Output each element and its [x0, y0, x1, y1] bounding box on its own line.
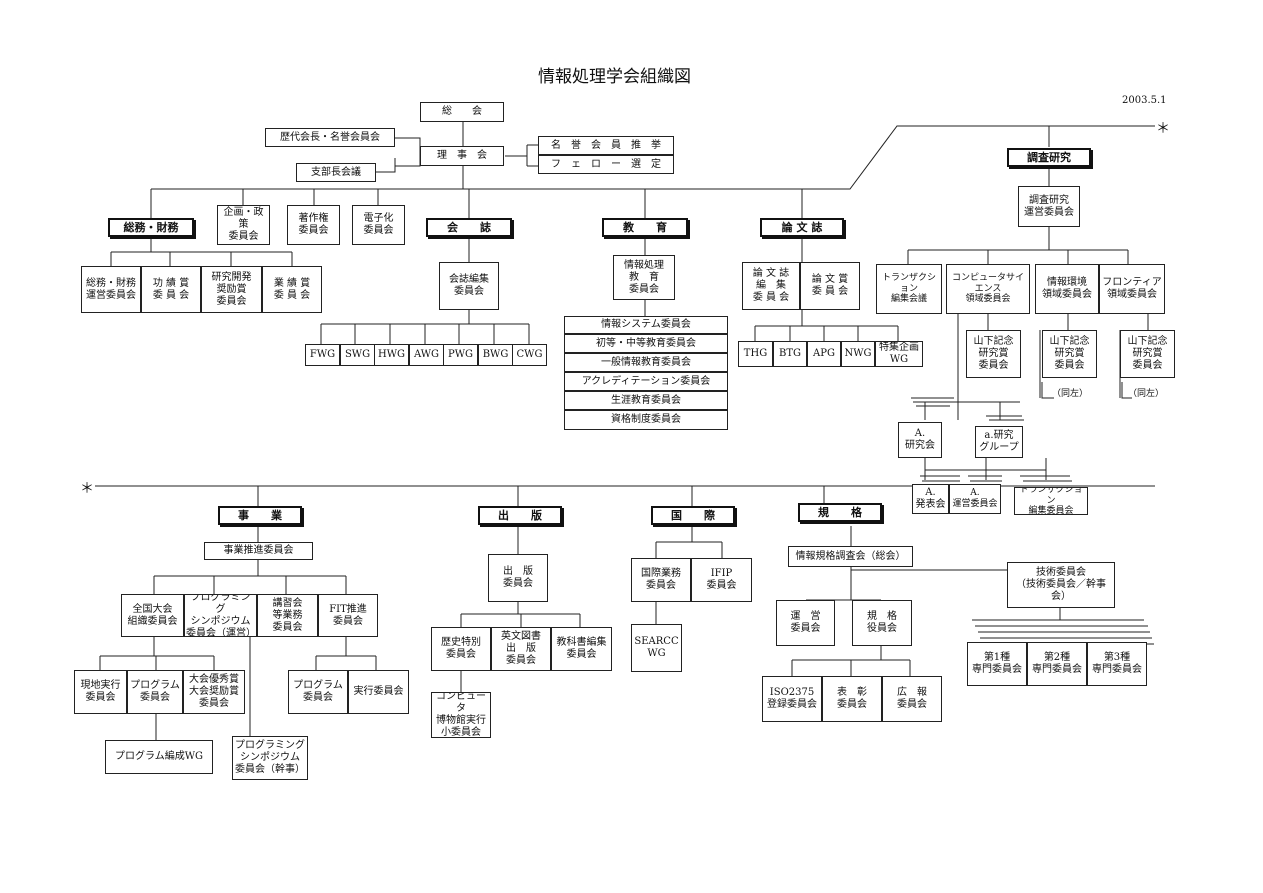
international-header: 国 際 — [651, 506, 735, 525]
education-list-item: 情報システム委員会 — [564, 316, 728, 334]
research-header: 調査研究 — [1007, 148, 1091, 167]
fellow-selection-box: フ ェ ロ ー 選 定 — [538, 155, 674, 174]
transaction-committee-box: トランザクション 編集委員会 — [1014, 487, 1088, 515]
research-society-box: A. 研究会 — [898, 422, 942, 458]
rules-board-box: 規 格 役員会 — [852, 600, 912, 646]
special-wg-box: 特集企画 WG — [875, 341, 923, 367]
education-header: 教 育 — [602, 218, 688, 237]
wg-box: CWG — [512, 344, 547, 366]
tech-committee-box: 技術委員会 （技術委員会／幹事会） — [1007, 562, 1115, 608]
ps-secretary-box: プログラミング シンポジウム 委員会（幹事） — [232, 736, 308, 780]
copyright-box: 著作権 委員会 — [287, 205, 340, 245]
standards-header: 規 格 — [798, 503, 882, 522]
fit-box: FIT推進 委員会 — [318, 594, 378, 637]
iso2375-box: ISO2375 登録委員会 — [762, 676, 822, 722]
ie-domain-box: 情報環境 領域委員会 — [1035, 264, 1099, 314]
business-promotion-box: 事業推進委員会 — [204, 542, 313, 560]
ifip-box: IFIP 委員会 — [691, 558, 752, 602]
transactions-header: 論 文 誌 — [760, 218, 844, 237]
research-steering-box: 調査研究 運営委員会 — [1018, 186, 1080, 227]
intl-affairs-box: 国際業務 委員会 — [631, 558, 691, 602]
wg-box: PWG — [443, 344, 478, 366]
national-convention-box: 全国大会 組織委員会 — [121, 594, 184, 637]
fit-exec-box: 実行委員会 — [348, 670, 409, 714]
wg-box: AWG — [409, 344, 444, 366]
research-group-box: a.研究 グループ — [975, 426, 1023, 458]
education-list-item: アクレディテーション委員会 — [564, 372, 728, 391]
commendation-box: 表 彰 委員会 — [822, 676, 882, 722]
program-wg-box: プログラム編成WG — [105, 740, 213, 774]
apg-box: APG — [807, 341, 841, 367]
research-encouragement-box: 研究開発 奨励賞 委員会 — [201, 266, 262, 313]
education-list-item: 初等・中等教育委員会 — [564, 334, 728, 353]
programming-symposium-box: プログラミング シンポジウム 委員会（運営） — [184, 594, 257, 637]
trans-editorial-box: 論 文 誌 編 集 委 員 会 — [742, 262, 800, 310]
honorary-nomination-box: 名 誉 会 員 推 挙 — [538, 136, 674, 155]
wg-box: HWG — [374, 344, 409, 366]
publishing-committee-box: 出 版 委員会 — [488, 554, 548, 602]
steering-committee-box: A. 運営委員会 — [949, 484, 1001, 514]
business-header: 事 業 — [218, 506, 302, 525]
fit-program-box: プログラム 委員会 — [288, 670, 348, 714]
date-label: 2003.5.1 — [1122, 95, 1167, 106]
thg-box: THG — [738, 341, 773, 367]
frontier-domain-box: フロンティア 領域委員会 — [1099, 264, 1165, 314]
local-exec-box: 現地実行 委員会 — [74, 670, 127, 714]
merit-award-box: 功 績 賞 委 員 会 — [141, 266, 201, 313]
board-box: 理 事 会 — [420, 146, 504, 166]
nwg-box: NWG — [841, 341, 875, 367]
history-special-box: 歴史特別 委員会 — [431, 627, 491, 671]
publicity-box: 広 報 委員会 — [882, 676, 942, 722]
magazine-header: 会 誌 — [426, 218, 512, 237]
standards-general-box: 情報規格調査会（総会） — [788, 546, 913, 567]
wg-box: FWG — [305, 344, 340, 366]
education-committee-box: 情報処理 教 育 委員会 — [613, 255, 675, 300]
presentation-meeting-box: A. 発表会 — [912, 484, 949, 514]
convention-awards-box: 大会優秀賞 大会奨励賞 委員会 — [183, 670, 245, 714]
general-affairs-header: 総務・財務 — [108, 218, 194, 237]
education-list-item: 資格制度委員会 — [564, 410, 728, 430]
yamashita-award-box: 山下記念 研究賞 委員会 — [966, 330, 1021, 378]
seminars-box: 講習会 等業務 委員会 — [257, 594, 318, 637]
magazine-editorial-box: 会誌編集 委員会 — [439, 262, 499, 310]
honorary-members-box: 歴代会長・名誉会員会 — [265, 128, 395, 147]
english-books-box: 英文図書 出 版 委員会 — [491, 627, 551, 671]
textbook-editorial-box: 教科書編集 委員会 — [551, 627, 612, 671]
same-as-left-label: （同左） — [1128, 389, 1165, 399]
achievement-award-box: 業 績 賞 委 員 会 — [262, 266, 322, 313]
star-mark-right: ＊ — [1156, 121, 1170, 137]
branch-chairs-box: 支部長会議 — [296, 163, 376, 182]
ga-committee-box: 総務・財務 運営委員会 — [81, 266, 141, 313]
digitization-box: 電子化 委員会 — [352, 205, 405, 245]
general-assembly-box: 総 会 — [420, 102, 504, 122]
trans-award-box: 論 文 賞 委 員 会 — [800, 262, 860, 310]
publishing-header: 出 版 — [478, 506, 562, 525]
wg-box: SWG — [340, 344, 375, 366]
yamashita-award-box: 山下記念 研究賞 委員会 — [1042, 330, 1097, 378]
education-list-item: 一般情報教育委員会 — [564, 353, 728, 372]
yamashita-award-box: 山下記念 研究賞 委員会 — [1120, 330, 1175, 378]
education-list-item: 生涯教育委員会 — [564, 391, 728, 410]
same-as-left-label: （同左） — [1052, 389, 1089, 399]
type2-committee-box: 第2種 専門委員会 — [1027, 642, 1087, 686]
planning-policy-box: 企画・政策 委員会 — [217, 205, 270, 245]
program-committee-box: プログラム 委員会 — [127, 670, 183, 714]
type3-committee-box: 第3種 専門委員会 — [1087, 642, 1147, 686]
searcc-box: SEARCC WG — [631, 624, 682, 672]
cs-domain-box: コンピュータサイエンス 領域委員会 — [946, 264, 1030, 314]
transaction-editorial-box: トランザクション 編集会議 — [876, 264, 942, 314]
type1-committee-box: 第1種 専門委員会 — [967, 642, 1027, 686]
page-title: 情報処理学会組織図 — [538, 67, 691, 87]
btg-box: BTG — [773, 341, 807, 367]
star-mark-left: ＊ — [80, 481, 94, 497]
management-box: 運 営 委員会 — [776, 600, 835, 646]
computer-museum-box: コンピュータ 博物館実行 小委員会 — [431, 692, 491, 738]
wg-box: BWG — [478, 344, 513, 366]
